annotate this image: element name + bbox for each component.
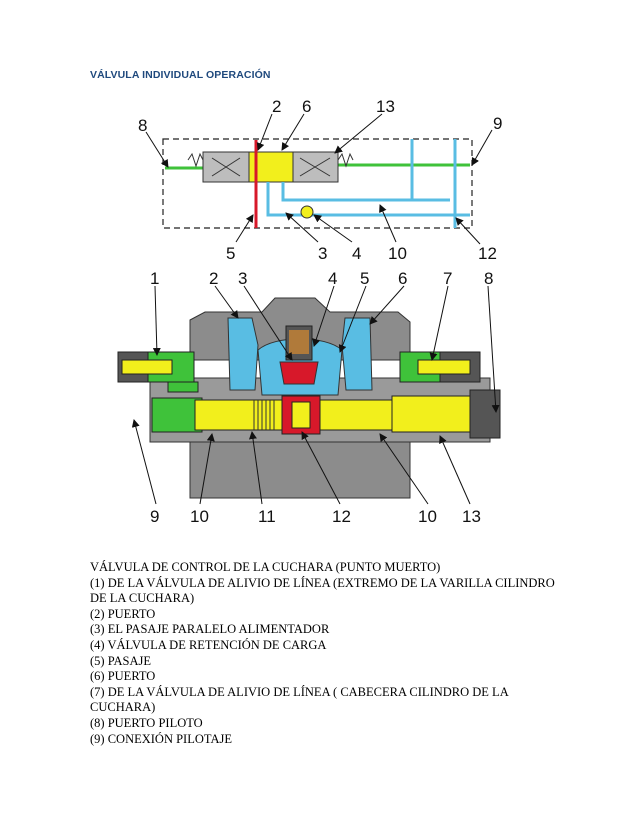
top-label: 5	[226, 244, 235, 263]
top-label: 8	[138, 116, 147, 135]
bottom-label: 11	[258, 507, 276, 526]
valve-diagram: 8 2 6 13 9 5 3 4 10 12	[117, 97, 502, 526]
caption-item: (1) DE LA VÁLVULA DE ALIVIO DE LÍNEA (EX…	[90, 575, 555, 606]
bottom-label: 3	[238, 269, 247, 288]
bottom-label: 13	[462, 507, 481, 526]
top-label: 6	[302, 97, 311, 116]
caption-item: (6) PUERTO	[90, 669, 156, 684]
caption-item: (2) PUERTO	[90, 606, 156, 621]
caption-item: (4) VÁLVULA DE RETENCIÓN DE CARGA	[90, 637, 327, 652]
bottom-label: 6	[398, 269, 407, 288]
bottom-label: 10	[190, 507, 209, 526]
page-title: VÁLVULA INDIVIDUAL OPERACIÓN	[90, 69, 271, 81]
top-label: 10	[388, 244, 407, 263]
caption-item: (9) CONEXIÓN PILOTAJE	[90, 731, 233, 746]
caption-item: (5) PASAJE	[90, 653, 152, 668]
bottom-label: 4	[328, 269, 337, 288]
bottom-label: 10	[418, 507, 437, 526]
top-label: 12	[478, 244, 497, 263]
caption-item: (7) DE LA VÁLVULA DE ALIVIO DE LÍNEA ( C…	[90, 684, 509, 715]
caption-block: VÁLVULA DE CONTROL DE LA CUCHARA (PUNTO …	[90, 560, 560, 747]
top-label: 13	[376, 97, 395, 116]
caption-heading: VÁLVULA DE CONTROL DE LA CUCHARA (PUNTO …	[90, 560, 441, 574]
bottom-label: 1	[150, 269, 159, 288]
cross-section-illustration	[117, 297, 501, 499]
bottom-label: 2	[209, 269, 218, 288]
caption-item: (3) EL PASAJE PARALELO ALIMENTADOR	[90, 622, 330, 637]
top-label: 4	[352, 244, 361, 263]
bottom-label: 8	[484, 269, 493, 288]
bottom-label: 7	[443, 269, 452, 288]
bottom-label: 5	[360, 269, 369, 288]
top-label: 9	[493, 114, 502, 133]
top-label: 3	[318, 244, 327, 263]
caption-item: (8) PUERTO PILOTO	[90, 715, 203, 730]
top-label: 2	[272, 97, 281, 116]
schematic-symbol	[162, 138, 473, 229]
bottom-label: 9	[150, 507, 159, 526]
bottom-label: 12	[332, 507, 351, 526]
